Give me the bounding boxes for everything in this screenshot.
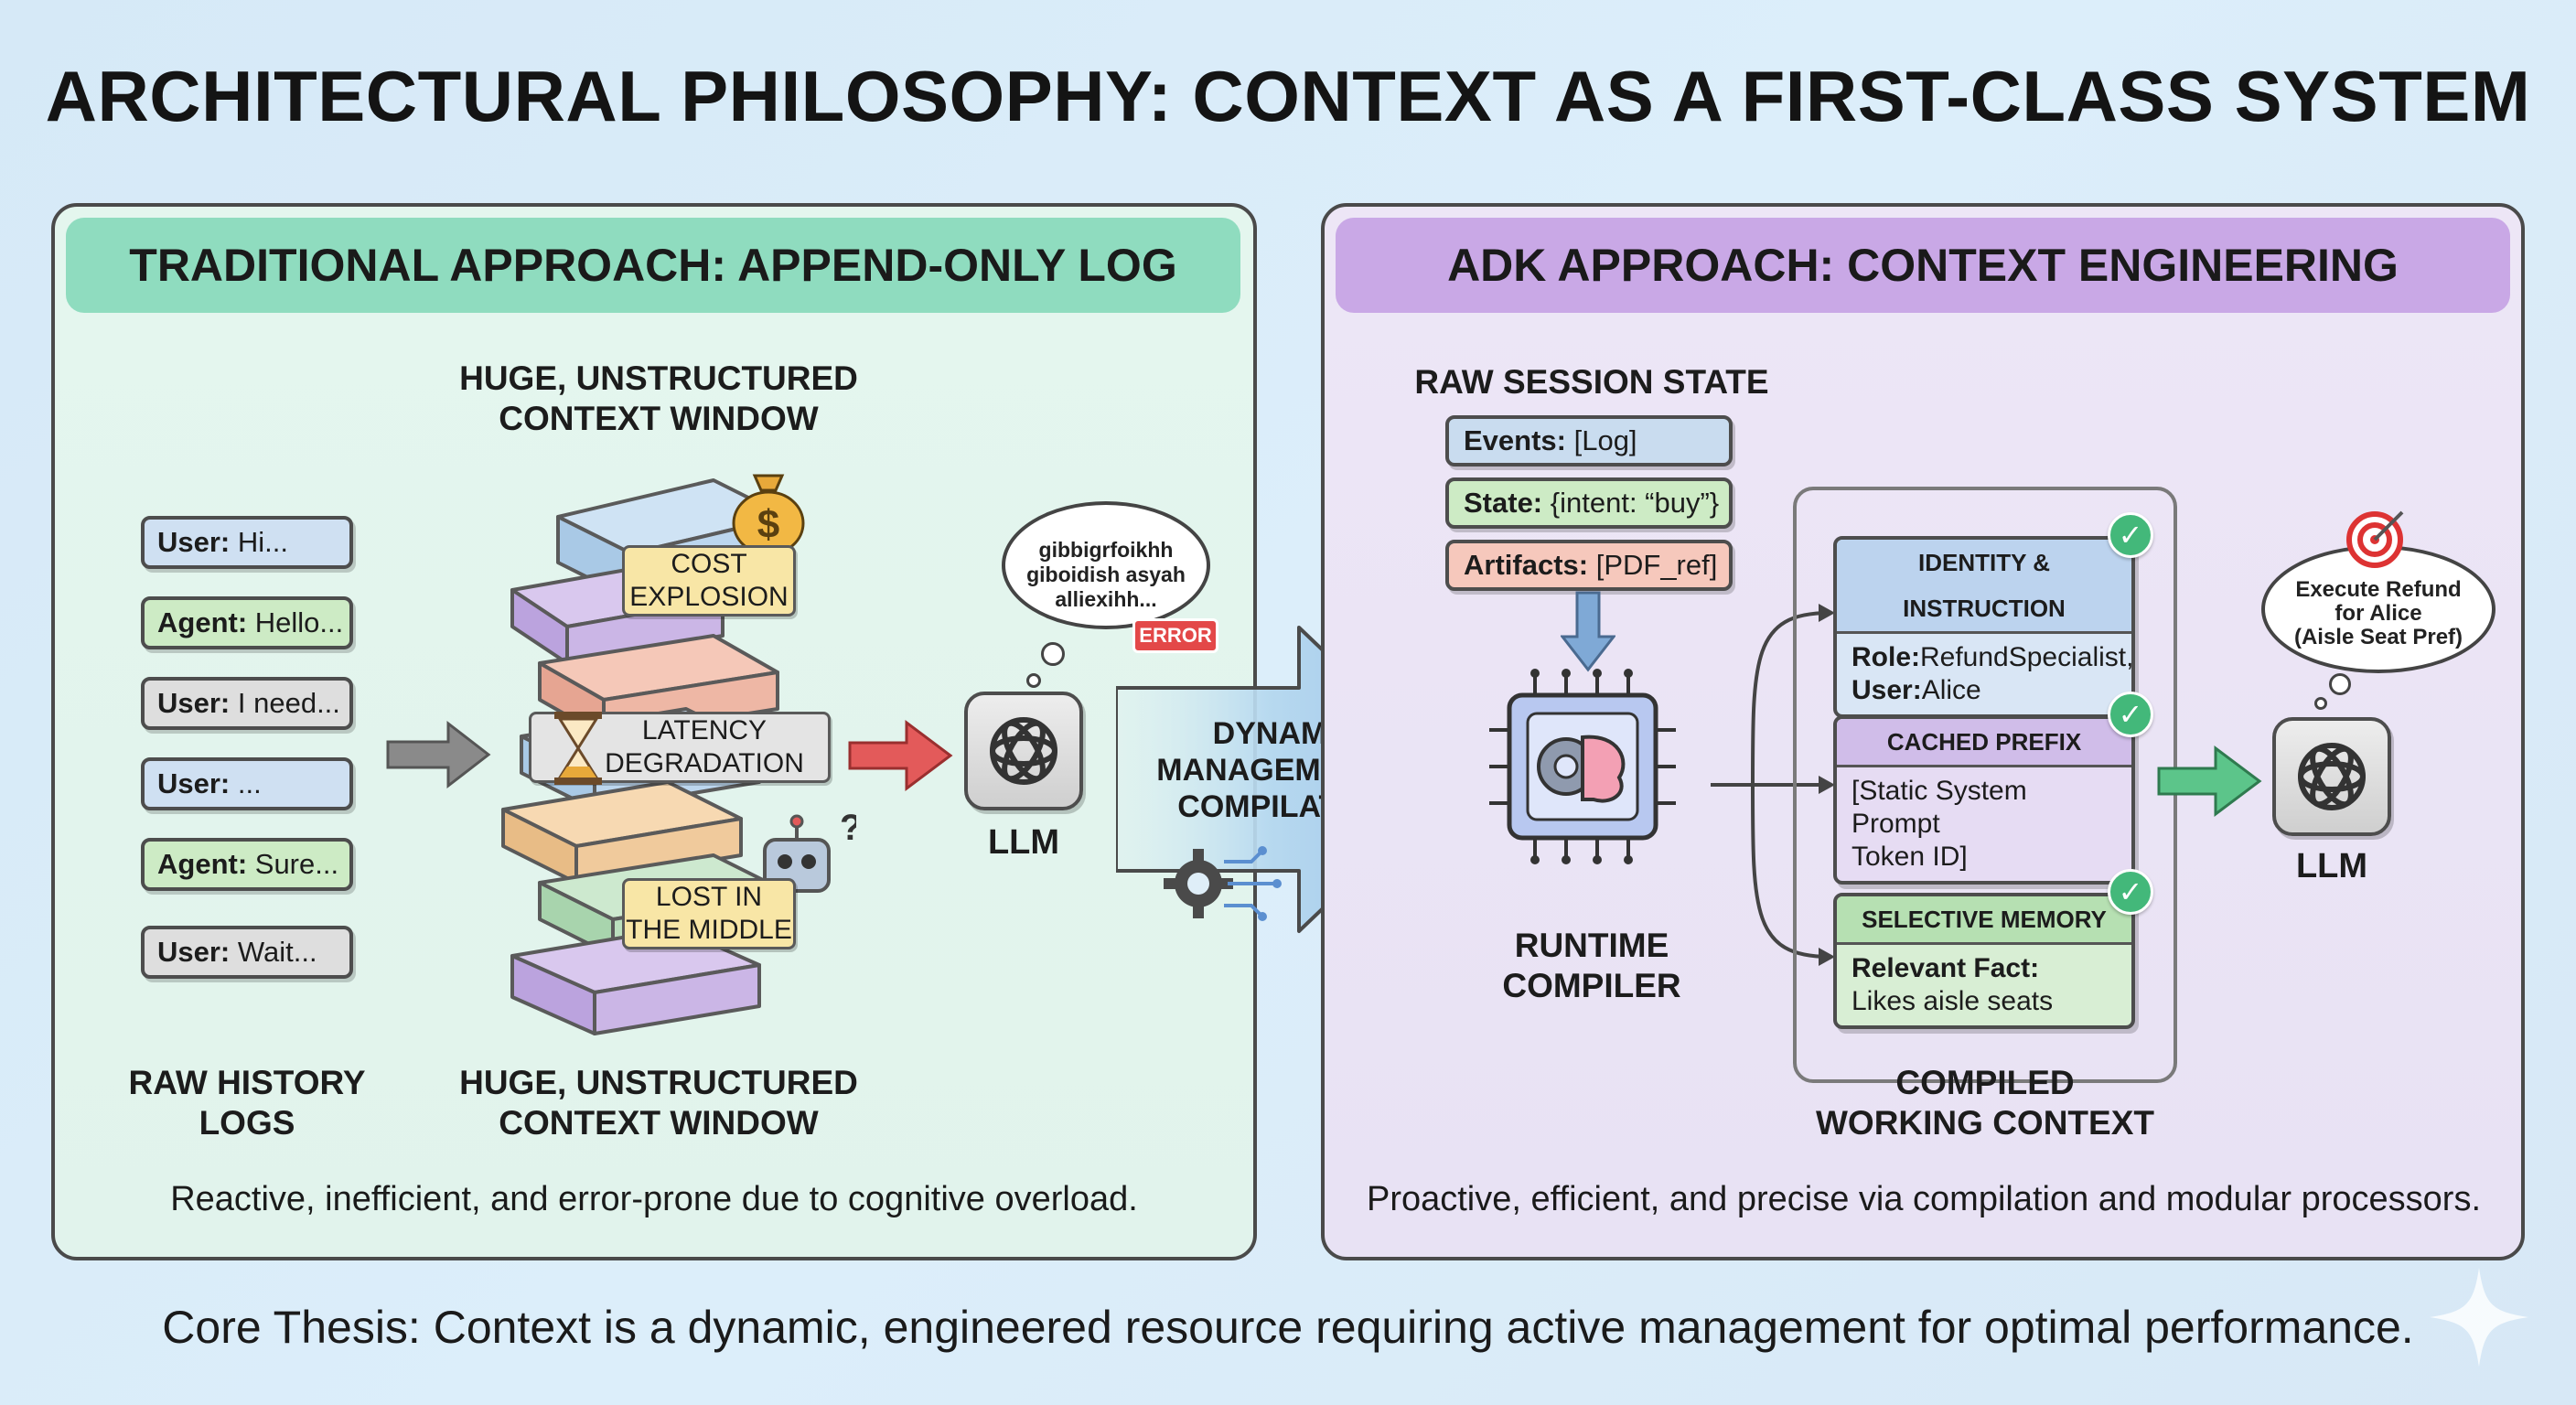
llm-logo-icon [990, 717, 1057, 785]
gray-arrow-icon [386, 720, 491, 789]
cost-explosion-tag: COST EXPLOSION [622, 545, 796, 617]
money-bag-icon: $ [732, 474, 805, 556]
red-arrow-icon [848, 720, 953, 791]
branch-arrows-icon [1711, 604, 1835, 966]
runtime-compiler-chip-icon [1489, 669, 1676, 864]
identity-instruction-card: IDENTITY & INSTRUCTION Role:RefundSpecia… [1833, 536, 2135, 718]
svg-text:$: $ [757, 502, 779, 547]
thought-dot [2314, 697, 2327, 710]
log-message-agent: Agent: Sure... [141, 838, 353, 891]
adk-approach-banner: ADK APPROACH: CONTEXT ENGINEERING [1336, 218, 2510, 313]
lost-in-middle-tag: LOST IN THE MIDDLE [622, 878, 796, 949]
context-window-bottom-caption: HUGE, UNSTRUCTURED CONTEXT WINDOW [459, 1064, 858, 1142]
selective-memory-card: SELECTIVE MEMORY Relevant Fact: Likes ai… [1833, 893, 2135, 1029]
down-arrow-icon [1561, 591, 1615, 672]
compiled-working-context-caption: COMPILED WORKING CONTEXT [1816, 1064, 2154, 1142]
log-message-agent: Agent: Hello... [141, 596, 353, 649]
cached-prefix-card: CACHED PREFIX [Static System Prompt Toke… [1833, 715, 2135, 885]
checkmark-icon: ✓ [2108, 512, 2153, 558]
error-badge: ERROR [1132, 618, 1218, 653]
traditional-approach-banner: TRADITIONAL APPROACH: APPEND-ONLY LOG [66, 218, 1240, 313]
adk-summary: Proactive, efficient, and precise via co… [1366, 1180, 2482, 1218]
raw-session-state-caption: RAW SESSION STATE [1414, 363, 1769, 401]
log-message-user: User: I need... [141, 677, 353, 730]
page-title: ARCHITECTURAL PHILOSOPHY: CONTEXT AS A F… [45, 56, 2531, 136]
checkmark-icon: ✓ [2108, 869, 2153, 915]
thought-dot [1026, 673, 1041, 688]
session-events-pill: Events: [Log] [1445, 415, 1733, 467]
target-icon [2346, 510, 2404, 568]
llm-chip-left [964, 692, 1083, 810]
core-thesis: Core Thesis: Context is a dynamic, engin… [162, 1302, 2414, 1353]
thought-dot [2329, 673, 2351, 695]
log-message-user: User: Hi... [141, 516, 353, 569]
log-message-user: User: ... [141, 757, 353, 810]
session-artifacts-pill: Artifacts: [PDF_ref] [1445, 540, 1733, 591]
sparkle-icon [2430, 1268, 2528, 1367]
execute-refund-thought-bubble: Execute Refund for Alice (Aisle Seat Pre… [2261, 545, 2496, 673]
context-window-top-caption: HUGE, UNSTRUCTURED CONTEXT WINDOW [459, 359, 858, 437]
confused-thought-bubble: gibbigrfoikhh giboidish asyah alliexihh.… [1002, 501, 1210, 629]
llm-label-left: LLM [987, 823, 1060, 862]
green-arrow-icon [2157, 745, 2262, 817]
log-message-user: User: Wait... [141, 926, 353, 979]
gear-circuit-icon [1164, 846, 1282, 921]
traditional-summary: Reactive, inefficient, and error-prone d… [170, 1180, 1138, 1218]
raw-history-logs-caption: RAW HISTORY LOGS [128, 1064, 366, 1142]
hourglass-icon [554, 712, 602, 785]
thought-dot [1041, 642, 1065, 666]
session-state-pill: State: {intent: “buy”} [1445, 477, 1733, 529]
llm-label-right: LLM [2295, 847, 2368, 885]
runtime-compiler-caption: RUNTIME COMPILER [1502, 927, 1681, 1004]
checkmark-icon: ✓ [2108, 692, 2153, 737]
llm-chip-right [2272, 717, 2391, 836]
svg-text:?: ? [840, 808, 856, 848]
llm-logo-icon [2298, 743, 2366, 810]
